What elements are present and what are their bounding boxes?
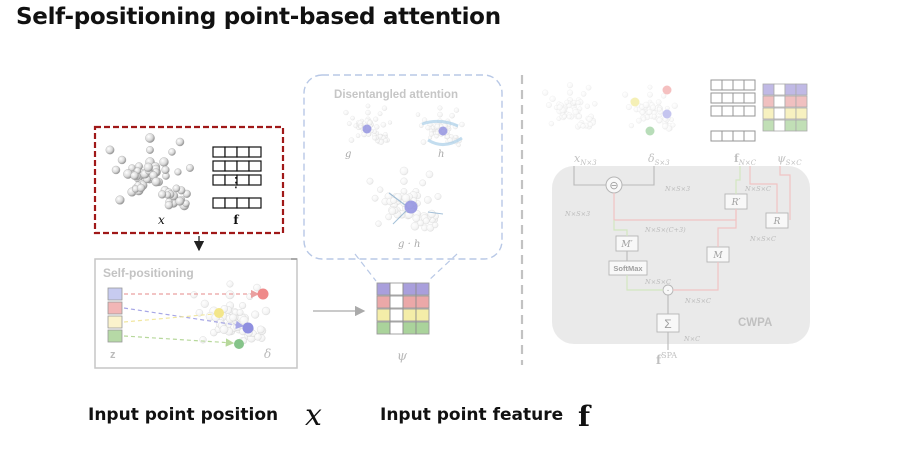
z-cell-3 xyxy=(107,315,123,329)
cwpa-panel xyxy=(552,166,810,344)
g-label: g xyxy=(345,149,351,160)
point-cloud-icon xyxy=(105,133,194,211)
right-anchor-cloud-icon xyxy=(622,84,678,132)
svg-text:N×S×3: N×S×3 xyxy=(664,185,690,193)
psi-label: ψ xyxy=(397,349,408,364)
right-feature-matrix xyxy=(710,79,756,142)
svg-text:N×S×(C+3): N×S×(C+3) xyxy=(644,226,686,234)
gh-point-cloud-icon xyxy=(366,166,442,232)
svg-text:R: R xyxy=(773,217,781,227)
feature-matrix xyxy=(212,146,262,209)
vdots: ⋮ xyxy=(229,174,243,190)
right-point-cloud-icon xyxy=(542,82,598,130)
delta-dim-label: δS×3 xyxy=(648,152,670,167)
svg-text:N×S×C: N×S×C xyxy=(744,185,771,193)
gh-label: g · h xyxy=(398,239,420,250)
svg-text:Σ: Σ xyxy=(664,317,671,331)
right-psi-matrix xyxy=(762,83,808,132)
feature-caption: Input point feature xyxy=(380,405,564,425)
psi-dim-label: ψS×C xyxy=(777,152,802,167)
x-label: x xyxy=(158,213,165,227)
svg-text:N×S×3: N×S×3 xyxy=(564,210,590,218)
svg-text:N×C: N×C xyxy=(683,335,700,343)
cwpa-section: xN×3 δS×3 fN×C ψS×C CWPA ⊖ R′ R M′ M Sof… xyxy=(542,79,810,367)
svg-text:⊖: ⊖ xyxy=(609,180,618,192)
psi-matrix xyxy=(376,282,430,335)
z-cell-4 xyxy=(107,329,123,343)
blue-anchor-point xyxy=(242,322,254,334)
svg-text:·: · xyxy=(666,285,669,296)
svg-text:SoftMax: SoftMax xyxy=(613,264,643,273)
disentangled-attention-box xyxy=(303,74,503,260)
svg-text:N×S×C: N×S×C xyxy=(684,297,711,305)
feature-symbol: f xyxy=(578,400,591,433)
self-positioning-label: Self-positioning xyxy=(103,266,194,280)
g-point-cloud-icon xyxy=(343,103,393,145)
red-anchor-point xyxy=(257,288,269,300)
softmax-box xyxy=(608,260,648,276)
disentangled-attention-label: Disentangled attention xyxy=(334,89,458,101)
f-spa-label: fSPA xyxy=(656,351,677,367)
x-dim-label: xN×3 xyxy=(574,152,597,167)
z-cell-1 xyxy=(107,287,123,301)
h-label: h xyxy=(438,149,444,160)
z-label: z xyxy=(110,349,116,361)
green-anchor-point xyxy=(234,339,244,349)
svg-text:M′: M′ xyxy=(620,240,632,250)
slide-title: Self-positioning point-based attention xyxy=(16,4,501,30)
svg-text:N×S×C: N×S×C xyxy=(749,235,776,243)
svg-text:N×S×C: N×S×C xyxy=(644,278,671,286)
position-symbol: x xyxy=(305,398,322,433)
f-label: f xyxy=(233,213,239,227)
f-dim-label: fN×C xyxy=(734,152,757,167)
delta-label: δ xyxy=(264,347,271,361)
svg-text:M: M xyxy=(712,251,723,261)
yellow-anchor-point xyxy=(214,308,224,318)
cwpa-label: CWPA xyxy=(738,317,772,329)
input-box xyxy=(93,125,285,235)
svg-text:R′: R′ xyxy=(731,198,741,208)
position-caption: Input point position xyxy=(88,405,279,425)
z-cell-2 xyxy=(107,301,123,315)
